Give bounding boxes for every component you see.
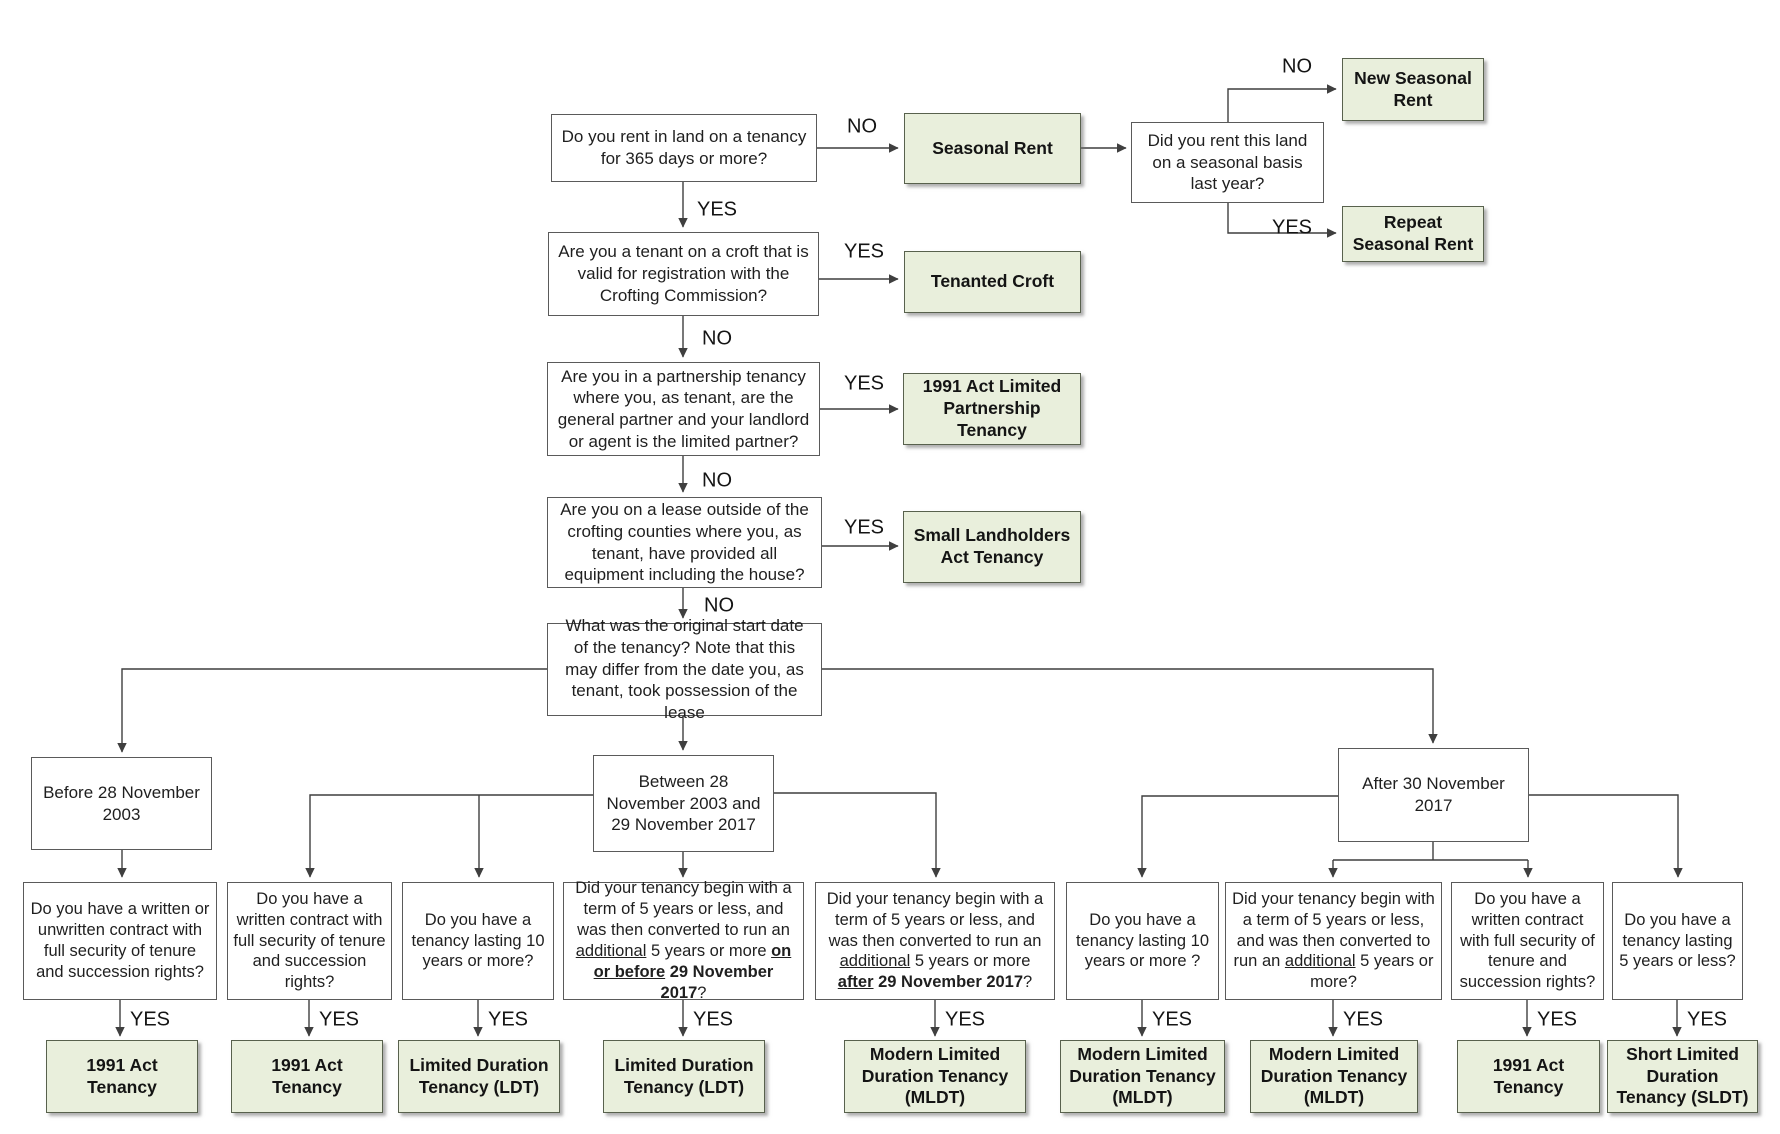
label-yes-col4: YES <box>692 1008 734 1031</box>
node-q-converted-on-or-before-2017: Did your tenancy begin with a term of 5 … <box>563 879 804 1002</box>
outcome-limited-partnership-text: 1991 Act Limited Partnership Tenancy <box>922 376 1062 440</box>
q8-text: Do you have a written contract with full… <box>1459 889 1596 992</box>
node-q-rent-365-text: Do you rent in land on a tenancy for 365… <box>561 127 807 168</box>
node-q-written-unwritten-contract: Do you have a written or unwritten contr… <box>23 882 217 1000</box>
label-yes-col3: YES <box>487 1008 529 1031</box>
outcome-seasonal-rent-text: Seasonal Rent <box>932 137 1053 158</box>
label-no-seasonal-last-year: NO <box>1282 55 1312 78</box>
date-after-text: After 30 November 2017 <box>1362 774 1505 815</box>
r6-text: Modern Limited Duration Tenancy (MLDT) <box>1069 1043 1216 1108</box>
label-no-rent365: NO <box>847 115 877 138</box>
label-yes-col7: YES <box>1342 1008 1384 1031</box>
node-result-ldt-2: Limited Duration Tenancy (LDT) <box>603 1040 765 1113</box>
r8-text: 1991 Act Tenancy <box>1492 1054 1565 1097</box>
node-date-between-2003-2017: Between 28 November 2003 and 29 November… <box>593 755 774 852</box>
q6-text: Do you have a tenancy lasting 10 years o… <box>1075 910 1209 971</box>
node-q-start-date: What was the original start date of the … <box>547 616 822 722</box>
r7-text: Modern Limited Duration Tenancy (MLDT) <box>1260 1043 1408 1108</box>
label-yes-seasonal-last-year: YES <box>1271 216 1313 239</box>
node-outcome-repeat-seasonal-rent: Repeat Seasonal Rent <box>1342 206 1484 262</box>
r4-text: Limited Duration Tenancy (LDT) <box>614 1054 754 1097</box>
q2-text: Do you have a written contract with full… <box>233 889 386 992</box>
label-yes-col6: YES <box>1151 1008 1193 1031</box>
label-yes-partnership: YES <box>843 372 885 395</box>
node-date-after-2017: After 30 November 2017 <box>1338 748 1529 842</box>
date-before-text: Before 28 November 2003 <box>43 782 200 824</box>
node-outcome-new-seasonal-rent: New Seasonal Rent <box>1342 58 1484 121</box>
label-no-partnership: NO <box>702 469 732 492</box>
label-yes-col8: YES <box>1536 1008 1578 1031</box>
label-yes-col5: YES <box>944 1008 986 1031</box>
node-q-start-date-text: What was the original start date of the … <box>565 616 804 723</box>
node-q-written-contract-mid: Do you have a written contract with full… <box>227 882 392 1000</box>
node-result-sldt: Short Limited Duration Tenancy (SLDT) <box>1607 1040 1758 1113</box>
node-q-rent-365: Do you rent in land on a tenancy for 365… <box>551 114 817 182</box>
label-yes-croft: YES <box>843 240 885 263</box>
node-q-seasonal-last-year-text: Did you rent this land on a seasonal bas… <box>1147 130 1308 194</box>
r2-text: 1991 Act Tenancy <box>271 1054 343 1097</box>
node-date-before-2003: Before 28 November 2003 <box>31 757 212 850</box>
node-result-mldt-2: Modern Limited Duration Tenancy (MLDT) <box>1060 1040 1225 1113</box>
label-no-croft: NO <box>702 327 732 350</box>
node-outcome-limited-partnership: 1991 Act Limited Partnership Tenancy <box>903 373 1081 445</box>
node-result-1991-act-1: 1991 Act Tenancy <box>46 1040 198 1113</box>
outcome-repeat-seasonal-rent-text: Repeat Seasonal Rent <box>1352 212 1474 254</box>
label-yes-lease-outside: YES <box>843 516 885 539</box>
node-outcome-seasonal-rent: Seasonal Rent <box>904 113 1081 184</box>
node-result-1991-act-2: 1991 Act Tenancy <box>231 1040 383 1113</box>
outcome-small-landholders-text: Small Landholders Act Tenancy <box>913 525 1071 567</box>
label-yes-col9: YES <box>1686 1008 1728 1031</box>
node-q-written-contract-right: Do you have a written contract with full… <box>1451 882 1604 1000</box>
node-result-mldt-3: Modern Limited Duration Tenancy (MLDT) <box>1250 1040 1418 1113</box>
node-q-lease-outside: Are you on a lease outside of the crofti… <box>547 497 822 588</box>
q5-text: Did your tenancy begin with a term of 5 … <box>826 889 1044 992</box>
node-q-partnership: Are you in a partnership tenancy where y… <box>547 362 820 456</box>
node-result-mldt-1: Modern Limited Duration Tenancy (MLDT) <box>844 1040 1026 1113</box>
r5-text: Modern Limited Duration Tenancy (MLDT) <box>861 1043 1009 1108</box>
node-outcome-tenanted-croft: Tenanted Croft <box>904 251 1081 313</box>
node-result-ldt-1: Limited Duration Tenancy (LDT) <box>398 1040 560 1113</box>
label-no-lease-outside: NO <box>704 594 734 617</box>
label-yes-col2: YES <box>318 1008 360 1031</box>
outcome-tenanted-croft-text: Tenanted Croft <box>930 271 1055 292</box>
outcome-new-seasonal-rent-text: New Seasonal Rent <box>1354 67 1472 110</box>
node-q-croft: Are you a tenant on a croft that is vali… <box>548 232 819 316</box>
node-q-lease-outside-text: Are you on a lease outside of the crofti… <box>560 500 809 585</box>
node-result-1991-act-3: 1991 Act Tenancy <box>1457 1040 1600 1113</box>
label-yes-rent365: YES <box>696 198 738 221</box>
node-q-partnership-text: Are you in a partnership tenancy where y… <box>557 366 810 451</box>
date-between-text: Between 28 November 2003 and 29 November… <box>606 771 761 835</box>
r1-text: 1991 Act Tenancy <box>86 1054 158 1097</box>
node-q-seasonal-last-year: Did you rent this land on a seasonal bas… <box>1131 122 1324 203</box>
node-q-tenancy-5-years: Do you have a tenancy lasting 5 years or… <box>1612 882 1743 1000</box>
r9-text: Short Limited Duration Tenancy (SLDT) <box>1616 1043 1749 1108</box>
node-q-tenancy-10-years-mid: Do you have a tenancy lasting 10 years o… <box>402 882 554 1000</box>
q7-text: Did your tenancy begin with a term of 5 … <box>1232 889 1435 992</box>
label-yes-col1: YES <box>129 1008 171 1031</box>
node-q-converted-after-2017: Did your tenancy begin with a term of 5 … <box>815 882 1055 1000</box>
node-outcome-small-landholders: Small Landholders Act Tenancy <box>903 511 1081 583</box>
q3-text: Do you have a tenancy lasting 10 years o… <box>411 910 545 971</box>
q9-text: Do you have a tenancy lasting 5 years or… <box>1619 910 1736 971</box>
node-q-croft-text: Are you a tenant on a croft that is vali… <box>558 242 809 305</box>
q1-text: Do you have a written or unwritten contr… <box>30 900 210 981</box>
r3-text: Limited Duration Tenancy (LDT) <box>409 1054 549 1097</box>
q4-text: Did your tenancy begin with a term of 5 … <box>575 879 792 1002</box>
node-q-tenancy-10-years-right: Do you have a tenancy lasting 10 years o… <box>1066 882 1219 1000</box>
node-q-converted-additional: Did your tenancy begin with a term of 5 … <box>1225 882 1442 1000</box>
